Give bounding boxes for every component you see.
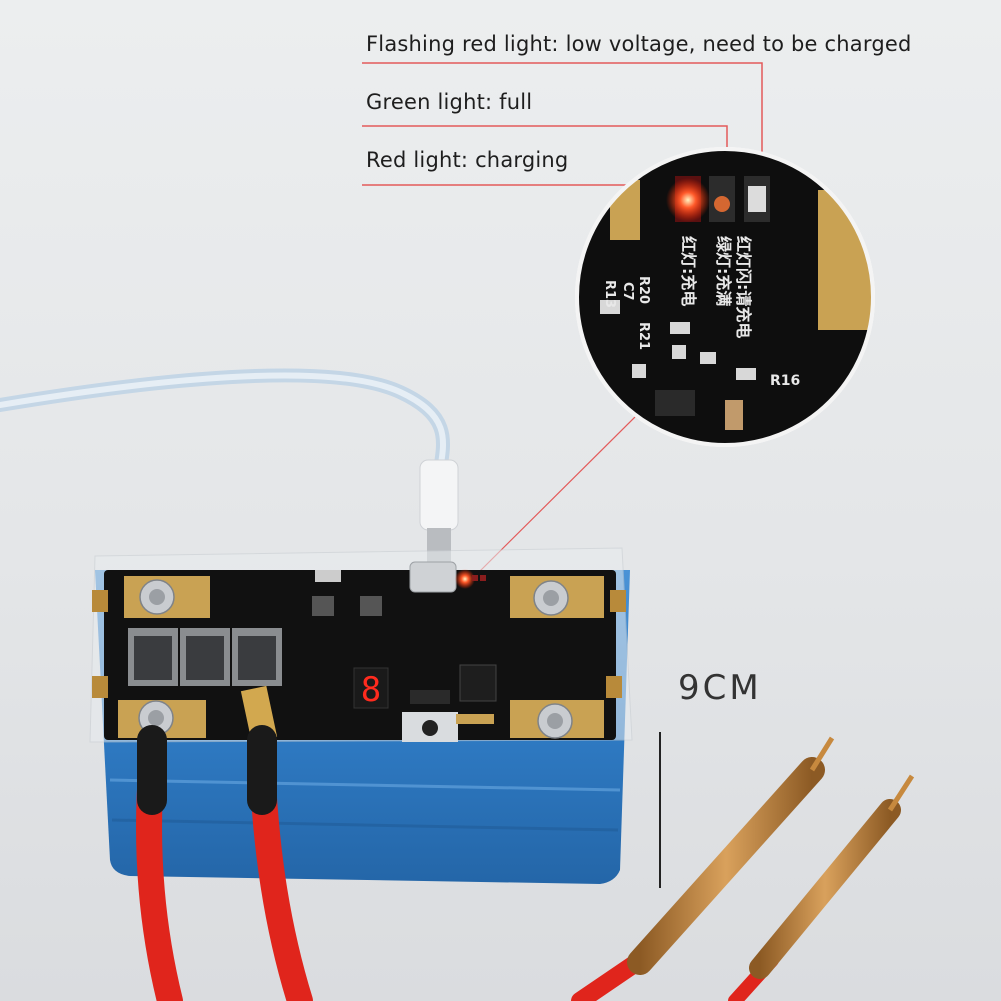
green-light-label: Green light: full bbox=[366, 90, 533, 114]
silkscreen-r21: R21 bbox=[636, 322, 651, 350]
leader-line-flashing bbox=[362, 62, 763, 188]
welding-pens bbox=[571, 736, 915, 1001]
red-cables bbox=[136, 725, 313, 1001]
dimension-label: 9CM bbox=[678, 668, 762, 708]
silkscreen-r20: R20 bbox=[636, 276, 651, 304]
silkscreen-r16: R16 bbox=[770, 373, 800, 389]
flashing-red-light-label: Flashing red light: low voltage, need to… bbox=[366, 32, 912, 56]
silkscreen-green: 绿灯:充满 bbox=[714, 236, 733, 306]
silkscreen-flashing: 红灯闪:请充电 bbox=[734, 236, 753, 338]
pcb-board: 8 bbox=[89, 547, 633, 743]
usb-cable bbox=[0, 368, 459, 566]
zoom-detail: 红灯闪:请充电 绿灯:充满 红灯:充电 R16 R20 R21 C7 R13 bbox=[575, 147, 875, 447]
silkscreen-c7: C7 bbox=[620, 282, 635, 301]
silkscreen-r13: R13 bbox=[602, 280, 617, 308]
seven-segment-digit: 8 bbox=[361, 670, 381, 710]
silkscreen-red: 红灯:充电 bbox=[679, 236, 698, 306]
red-light-label: Red light: charging bbox=[366, 148, 569, 172]
